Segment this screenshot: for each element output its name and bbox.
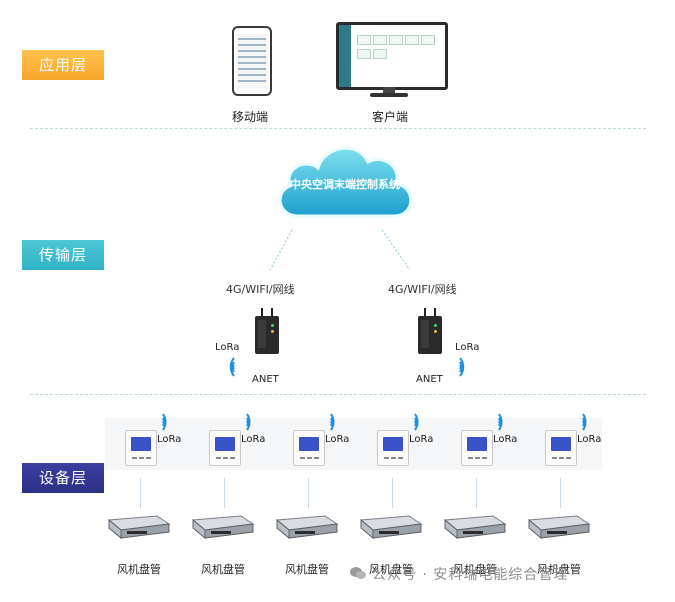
device-panel-background (105, 418, 602, 470)
fan-coil-unit-icon (527, 515, 591, 540)
fan-coil-caption: 风机盘管 (369, 563, 413, 576)
fan-coil-caption: 风机盘管 (537, 563, 581, 576)
cloud-links (269, 229, 411, 271)
gateway-right-name: ANET (416, 374, 443, 385)
fan-coil-unit-icon (275, 515, 339, 540)
device-lora-label: LoRa (409, 434, 434, 445)
watermark: 公众号 · 安科瑞电能综合管理 (372, 567, 569, 583)
fan-coil-caption: 风机盘管 (201, 563, 245, 576)
thermostat-icon (377, 430, 409, 466)
desktop-caption: 客户端 (371, 110, 408, 124)
fan-coil-unit-icon (443, 515, 507, 540)
mobile-caption: 移动端 (231, 110, 268, 124)
desktop-monitor-icon (336, 22, 448, 90)
thermostat-icon (125, 430, 157, 466)
device-connector (224, 478, 225, 508)
wifi-icon (330, 413, 335, 431)
wifi-icon (459, 357, 465, 377)
cloud-label: 中央空调末端控制系统 (290, 178, 400, 191)
device-lora-label: LoRa (325, 434, 350, 445)
fan-coil-unit-icon (191, 515, 255, 540)
wifi-icon (414, 413, 419, 431)
fan-coil-unit-icon (107, 515, 171, 540)
device-connector (140, 478, 141, 508)
wifi-icon (246, 413, 251, 431)
monitor-base (370, 93, 408, 97)
application-layer-label: 应用层 (22, 50, 104, 80)
gateway-left-lora: LoRa (215, 342, 240, 353)
network-label-left: 4G/WIFI/网线 (226, 283, 295, 296)
wifi-icon (582, 413, 587, 431)
device-connector (476, 478, 477, 508)
gateway-left-icon (255, 308, 279, 354)
divider-top (30, 128, 646, 129)
fan-coil-caption: 风机盘管 (117, 563, 161, 576)
wifi-icon (229, 357, 235, 377)
device-connector (560, 478, 561, 508)
network-label-right: 4G/WIFI/网线 (388, 283, 457, 296)
device-lora-label: LoRa (493, 434, 518, 445)
gateway-right-lora: LoRa (455, 342, 480, 353)
thermostat-icon (209, 430, 241, 466)
wifi-icon (498, 413, 503, 431)
device-layer-label: 设备层 (22, 463, 104, 493)
divider-bottom (30, 394, 646, 395)
device-lora-label: LoRa (577, 434, 602, 445)
thermostat-icon (461, 430, 493, 466)
device-lora-label: LoRa (157, 434, 182, 445)
device-lora-label: LoRa (241, 434, 266, 445)
device-connector (308, 478, 309, 508)
transport-layer-label: 传输层 (22, 240, 104, 270)
mobile-phone-icon (232, 26, 272, 96)
fan-coil-caption: 风机盘管 (285, 563, 329, 576)
wifi-icon (162, 413, 167, 431)
wechat-icon (350, 567, 366, 579)
thermostat-icon (293, 430, 325, 466)
thermostat-icon (545, 430, 577, 466)
fan-coil-unit-icon (359, 515, 423, 540)
cloud-icon (278, 146, 413, 218)
fan-coil-caption: 风机盘管 (453, 563, 497, 576)
device-connector (392, 478, 393, 508)
monitor-stand (383, 87, 395, 93)
gateway-right-icon (418, 308, 442, 354)
gateway-left-name: ANET (252, 374, 279, 385)
